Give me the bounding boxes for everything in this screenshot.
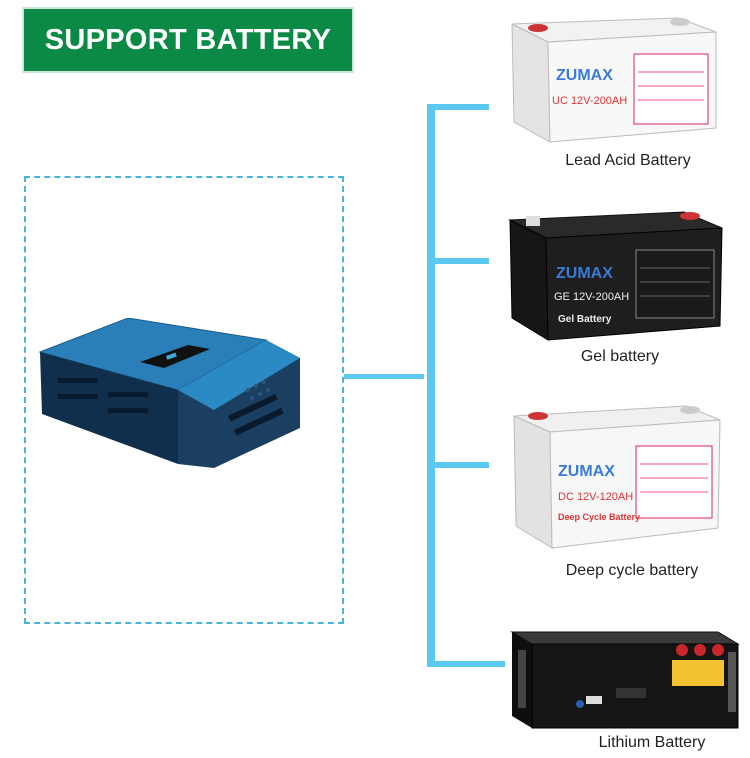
gel-brand: ZUMAX xyxy=(556,265,613,282)
lead-acid-brand: ZUMAX xyxy=(556,67,613,84)
banner-title: SUPPORT BATTERY xyxy=(44,23,332,56)
inverter-image xyxy=(38,318,300,468)
lead-acid-battery-image: ZUMAX UC 12V-200AH xyxy=(511,17,717,143)
gel-sublabel: Gel Battery xyxy=(558,314,612,325)
gel-model: GE 12V-200AH xyxy=(554,291,629,303)
lithium-caption: Lithium Battery xyxy=(598,734,706,751)
gel-battery-image: ZUMAX GE 12V-200AH Gel Battery xyxy=(508,211,723,341)
connector-branch-4 xyxy=(427,661,505,667)
inverter-frame xyxy=(24,176,344,624)
connector-branch-2 xyxy=(427,258,489,264)
deep-cycle-brand: ZUMAX xyxy=(558,463,615,480)
lithium-battery-image xyxy=(510,631,740,729)
deep-cycle-model: DC 12V-120AH xyxy=(558,491,633,503)
connector-branch-1 xyxy=(427,104,489,110)
gel-caption: Gel battery xyxy=(580,348,660,365)
connector-horizontal-main xyxy=(344,374,424,379)
deep-cycle-caption: Deep cycle battery xyxy=(565,562,699,579)
lead-acid-caption: Lead Acid Battery xyxy=(565,152,691,169)
deep-cycle-sublabel: Deep Cycle Battery xyxy=(558,512,640,522)
connector-branch-3 xyxy=(427,462,489,468)
connector-vertical xyxy=(427,104,435,667)
support-battery-banner: SUPPORT BATTERY xyxy=(22,7,354,73)
deep-cycle-battery-image: ZUMAX DC 12V-120AH Deep Cycle Battery xyxy=(513,405,721,549)
lead-acid-model: UC 12V-200AH xyxy=(552,95,627,107)
